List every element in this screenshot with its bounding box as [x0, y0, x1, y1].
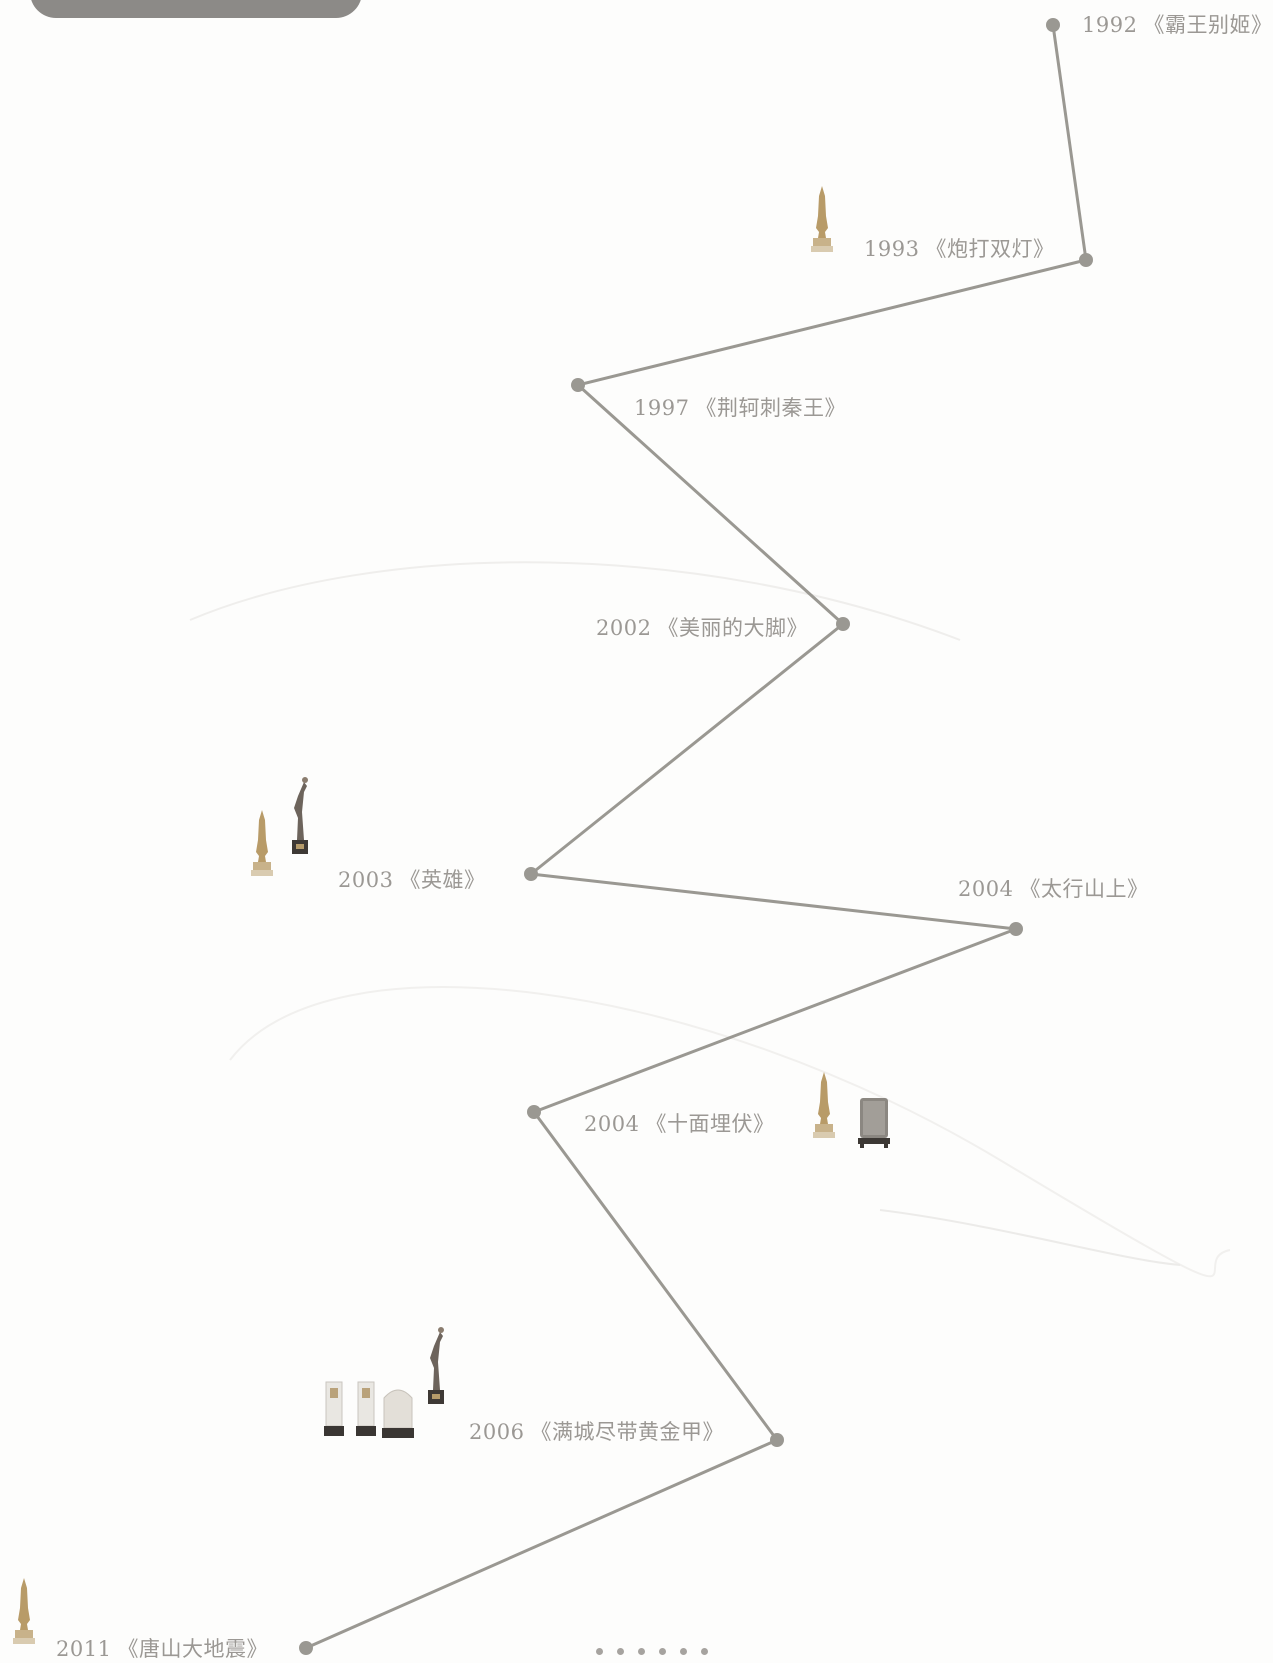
golden-statue-icon — [813, 1072, 835, 1138]
crystal-award-icon — [356, 1382, 376, 1436]
timeline-label-1993: 1993《炮打双灯》 — [864, 233, 1054, 263]
timeline-label-2004-taihang: 2004《太行山上》 — [958, 873, 1148, 903]
timeline-label-2011: 2011《唐山大地震》 — [56, 1633, 268, 1663]
timeline-node — [571, 378, 585, 392]
page-indicator — [596, 1648, 708, 1658]
timeline-node — [770, 1433, 784, 1447]
timeline-label-2003: 2003《英雄》 — [338, 864, 485, 894]
timeline-year: 2003 — [338, 868, 393, 892]
timeline-node — [299, 1641, 313, 1655]
timeline-label-2004-shimian: 2004《十面埋伏》 — [584, 1108, 774, 1138]
timeline-node — [1079, 253, 1093, 267]
timeline-node — [836, 617, 850, 631]
timeline-film-title: 《唐山大地震》 — [117, 1637, 268, 1661]
page-dot[interactable] — [659, 1648, 666, 1655]
winged-figure-statue-icon — [292, 777, 308, 854]
timeline-year: 1993 — [864, 237, 919, 261]
timeline-film-title: 《霸王别姬》 — [1143, 13, 1272, 37]
timeline-film-title: 《炮打双灯》 — [925, 237, 1054, 261]
timeline-film-title: 《十面埋伏》 — [645, 1112, 774, 1136]
page-dot[interactable] — [701, 1648, 708, 1655]
crystal-award-icon — [324, 1382, 344, 1436]
timeline-label-2002: 2002《美丽的大脚》 — [596, 612, 808, 642]
timeline-year: 2011 — [56, 1637, 111, 1661]
timeline-year: 1997 — [634, 396, 689, 420]
page-dot[interactable] — [617, 1648, 624, 1655]
winged-figure-statue-icon — [428, 1327, 444, 1404]
timeline-film-title: 《美丽的大脚》 — [657, 616, 808, 640]
timeline-film-title: 《荆轲刺秦王》 — [695, 396, 846, 420]
timeline-node — [524, 867, 538, 881]
timeline-year: 2002 — [596, 616, 651, 640]
timeline-year: 1992 — [1082, 13, 1137, 37]
golden-statue-icon — [251, 810, 273, 876]
timeline-node — [527, 1105, 541, 1119]
stone-award-icon — [382, 1390, 414, 1438]
page-dot[interactable] — [680, 1648, 687, 1655]
page-dot[interactable] — [596, 1648, 603, 1655]
timeline-year: 2004 — [584, 1112, 639, 1136]
timeline-label-2006: 2006《满城尽带黄金甲》 — [469, 1416, 724, 1446]
timeline-film-title: 《太行山上》 — [1019, 877, 1148, 901]
timeline-line — [306, 25, 1086, 1648]
timeline-label-1992: 1992《霸王别姬》 — [1082, 9, 1272, 39]
timeline-node — [1046, 18, 1060, 32]
timeline-label-1997: 1997《荆轲刺秦王》 — [634, 392, 846, 422]
timeline-film-title: 《满城尽带黄金甲》 — [530, 1420, 724, 1444]
golden-statue-icon — [811, 186, 833, 252]
plaque-award-icon — [858, 1098, 890, 1148]
timeline-node — [1009, 922, 1023, 936]
page-dot[interactable] — [638, 1648, 645, 1655]
timeline-year: 2004 — [958, 877, 1013, 901]
timeline-film-title: 《英雄》 — [399, 868, 485, 892]
golden-statue-icon — [13, 1578, 35, 1644]
timeline-year: 2006 — [469, 1420, 524, 1444]
